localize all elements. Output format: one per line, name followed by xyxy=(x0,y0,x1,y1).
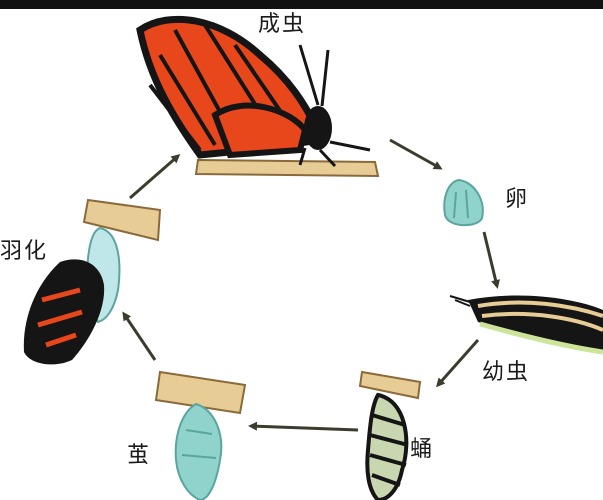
egg-illustration xyxy=(443,178,484,227)
stage-label-eclosion: 羽化 xyxy=(0,239,49,264)
stage-label-larva: 幼虫 xyxy=(482,360,531,385)
stage-label-pupa: 蛹 xyxy=(410,437,435,462)
stage-label-adult: 成虫 xyxy=(258,12,307,37)
stage-label-egg: 卵 xyxy=(505,187,530,212)
pupa-illustration xyxy=(358,370,422,500)
eclosion-illustration xyxy=(23,198,162,365)
larva-illustration xyxy=(449,295,603,355)
adult-butterfly-illustration xyxy=(136,15,380,178)
cycle-arrows xyxy=(122,138,500,432)
top-bar xyxy=(0,0,603,9)
stage-label-cocoon: 茧 xyxy=(127,443,152,468)
cocoon-illustration xyxy=(154,370,247,500)
